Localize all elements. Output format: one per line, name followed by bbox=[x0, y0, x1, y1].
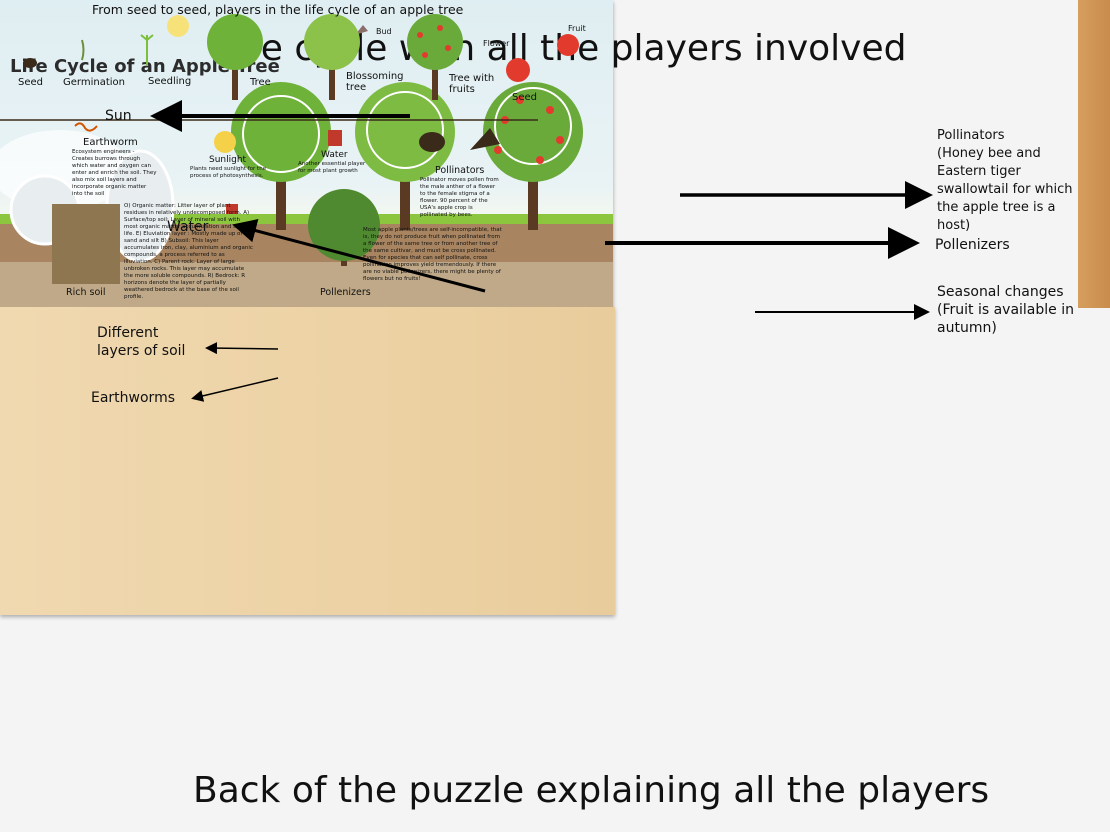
seed-icon bbox=[23, 58, 37, 68]
stage-fruit-tree-2: fruits bbox=[449, 84, 475, 95]
pollenizers-text: Most apple plants/trees are self-incompa… bbox=[363, 227, 502, 282]
seasonal-line: autumn) bbox=[937, 320, 997, 336]
bottom-title: Back of the puzzle explaining all the pl… bbox=[193, 770, 990, 811]
earthworm-title: Earthworm bbox=[83, 137, 138, 148]
fruit-label: Fruit bbox=[568, 24, 586, 33]
sun-icon bbox=[167, 15, 189, 37]
pollinators-line: swallowtail for which bbox=[937, 182, 1073, 197]
watering-can-icon bbox=[328, 130, 342, 146]
pollinators-title: Pollinators bbox=[435, 165, 485, 176]
sun-annotation: Sun bbox=[105, 108, 132, 124]
soil-annotation-1: Different bbox=[97, 325, 159, 341]
rich-soil-title: Rich soil bbox=[66, 287, 106, 298]
pollinators-line: Eastern tiger bbox=[937, 164, 1021, 179]
earthworm-icon bbox=[74, 122, 98, 132]
fruit-tree-icon bbox=[407, 14, 463, 100]
tree-2-icon bbox=[355, 82, 455, 230]
pollenizers-title: Pollenizers bbox=[320, 287, 371, 298]
seedling-icon bbox=[140, 34, 154, 65]
tree-3-icon bbox=[483, 82, 583, 230]
tree-stage-icon bbox=[207, 14, 263, 100]
bee-icon bbox=[419, 132, 445, 152]
pollinators-line: Pollinators bbox=[937, 128, 1005, 143]
pollinators-line: (Honey bee and bbox=[937, 146, 1041, 161]
stage-blossoming-2: tree bbox=[346, 82, 367, 93]
front-board-title: Life Cycle of an Apple Tree bbox=[10, 56, 280, 77]
apple-seed-icon bbox=[506, 58, 530, 82]
sunlight-text: Plants need sunlight for the process of … bbox=[190, 166, 267, 179]
back-board-title: From seed to seed, players in the life c… bbox=[92, 2, 464, 17]
germination-icon bbox=[81, 39, 85, 61]
seasonal-line: (Fruit is available in bbox=[937, 302, 1074, 318]
earthworms-annotation: Earthworms bbox=[91, 390, 175, 406]
bud-label: Bud bbox=[376, 27, 392, 36]
stage-seed: Seed bbox=[18, 77, 43, 88]
soil-annotation-2: layers of soil bbox=[97, 343, 186, 359]
stage-seedling: Seedling bbox=[148, 76, 192, 87]
pollinators-text: Pollinator moves pollen from the male an… bbox=[420, 177, 499, 218]
stage-tree: Tree bbox=[250, 77, 271, 88]
stage-fruit-tree: Tree with bbox=[449, 73, 495, 84]
water-text: Another essential player for most plant … bbox=[298, 161, 366, 174]
apple-fruit-icon bbox=[557, 34, 579, 56]
seasonal-annotation: Seasonal changes (Fruit is available in … bbox=[937, 283, 1074, 337]
water-title: Water bbox=[321, 150, 348, 160]
pollinators-line: the apple tree is a bbox=[937, 200, 1056, 215]
stage-blossoming: Blossoming bbox=[346, 71, 404, 82]
stage-germination: Germination bbox=[63, 77, 125, 88]
pollinators-line: host) bbox=[937, 218, 971, 233]
seasonal-line: Seasonal changes bbox=[937, 284, 1064, 300]
water-annotation: Water bbox=[167, 219, 209, 235]
sunlight-title: Sunlight bbox=[209, 155, 247, 165]
pollinators-annotation: Pollinators (Honey bee and Eastern tiger… bbox=[937, 127, 1072, 235]
flower-label: Flower bbox=[483, 39, 510, 48]
pollenizers-annotation: Pollenizers bbox=[935, 237, 1010, 253]
back-puzzle-board: From seed to seed, players in the life c… bbox=[0, 0, 1110, 615]
soil-layers-text: O) Organic matter: Litter layer of plant… bbox=[124, 203, 253, 300]
soil-sample-image bbox=[52, 204, 120, 284]
watering-can-icon bbox=[226, 204, 238, 214]
earthworm-text: Ecosystem engineers - Creates burrows th… bbox=[72, 149, 157, 197]
butterfly-icon bbox=[470, 128, 500, 150]
blossoming-tree-icon bbox=[304, 14, 360, 100]
tree-1-icon bbox=[231, 82, 331, 230]
sun-icon bbox=[214, 131, 236, 153]
stage-seed-final: Seed bbox=[512, 92, 537, 103]
